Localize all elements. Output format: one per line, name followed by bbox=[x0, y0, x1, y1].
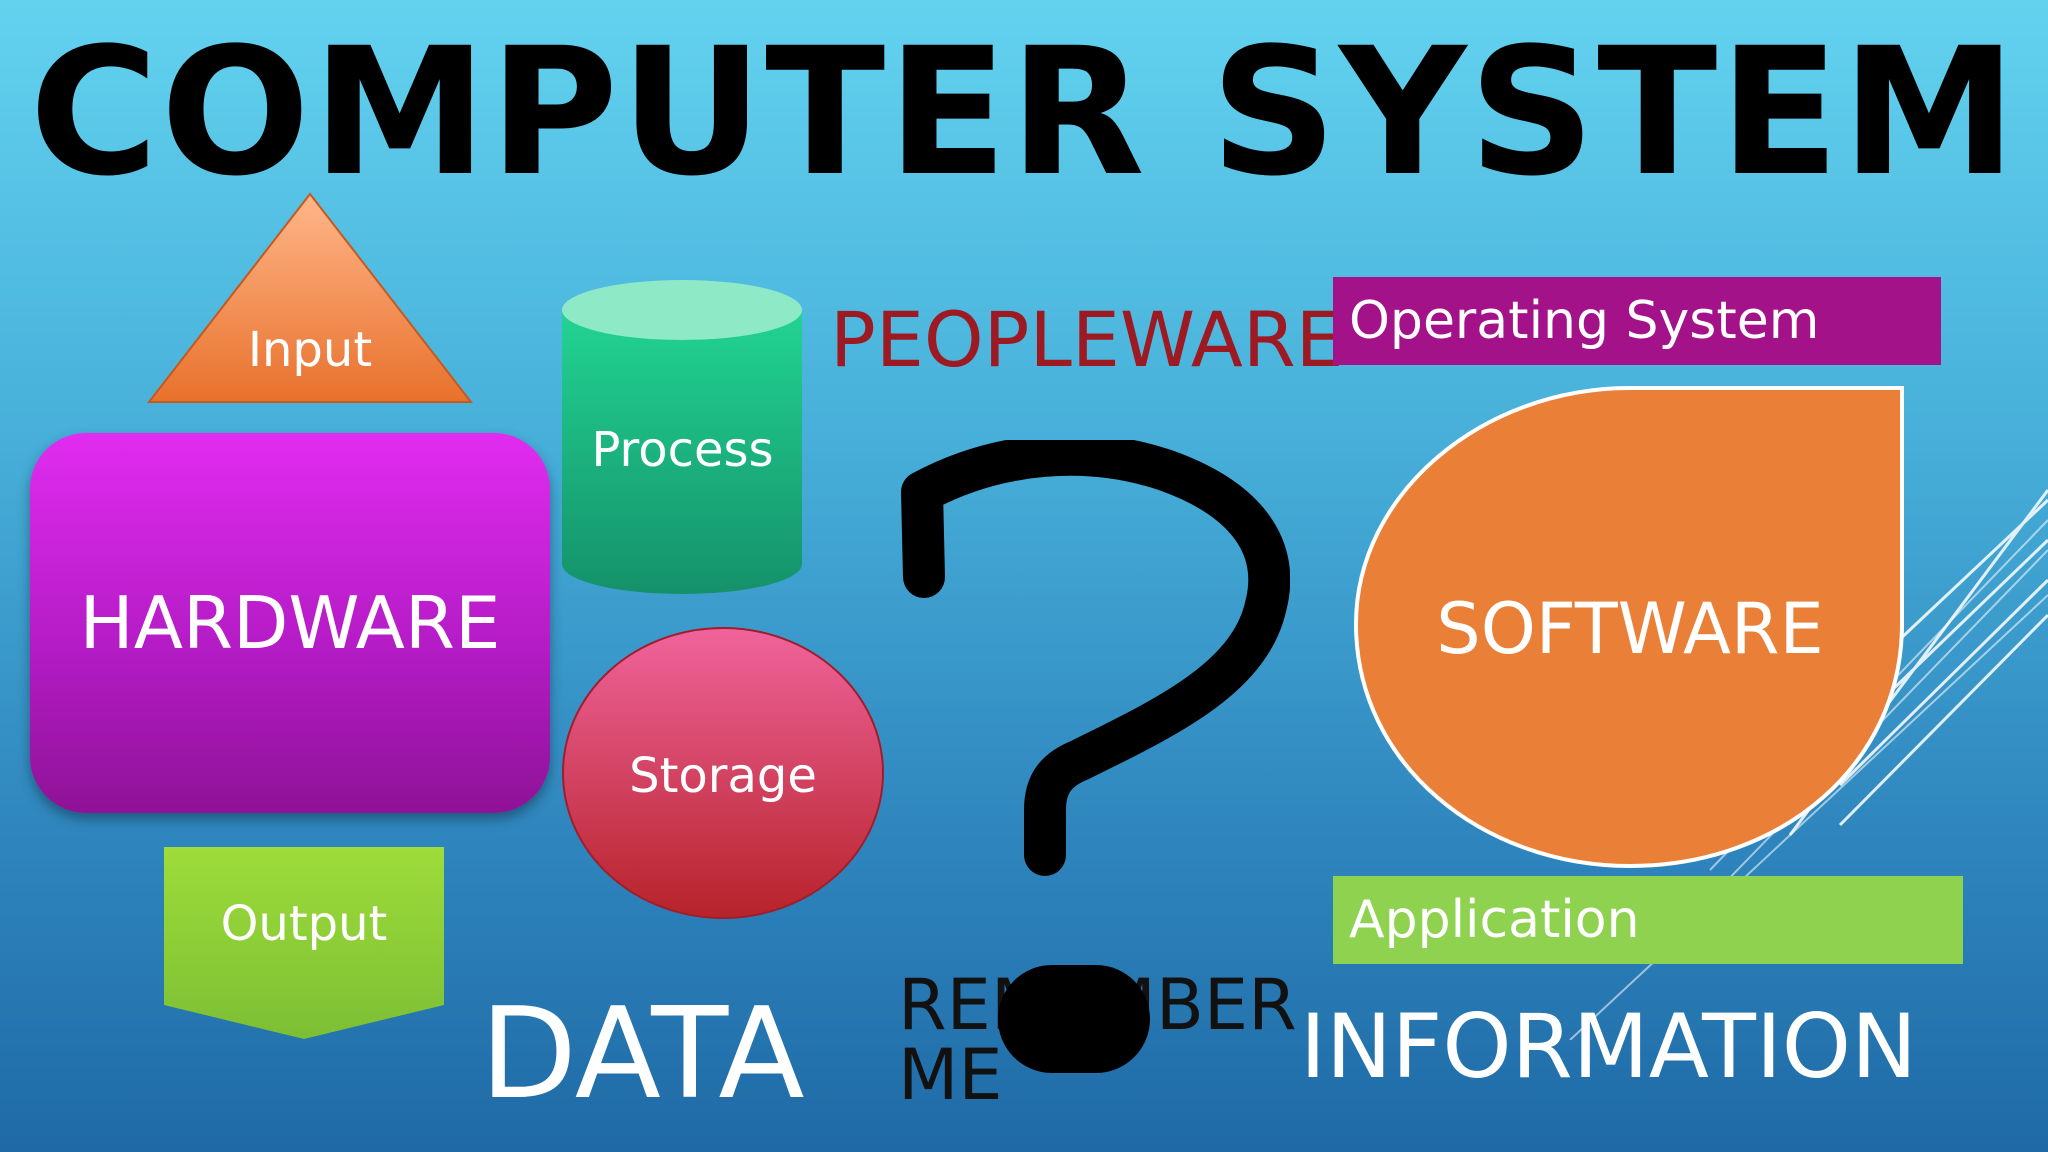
software-shape bbox=[1353, 386, 1904, 869]
peopleware-label: PEOPLEWARE bbox=[830, 295, 1344, 384]
slide-title: COMPUTER SYSTEM bbox=[29, 10, 2019, 215]
hardware-box: HARDWARE bbox=[30, 433, 550, 813]
process-label: Process bbox=[591, 422, 774, 478]
hardware-label: HARDWARE bbox=[79, 581, 501, 665]
application-box: Application bbox=[1333, 876, 1963, 964]
information-label: INFORMATION bbox=[1300, 995, 1917, 1098]
question-mark-icon bbox=[901, 440, 1290, 876]
operating-system-box: Operating System bbox=[1333, 277, 1941, 365]
storage-circle bbox=[562, 627, 884, 919]
redaction-blot bbox=[998, 965, 1150, 1073]
storage-label: Storage bbox=[629, 748, 817, 804]
output-label: Output bbox=[220, 896, 388, 952]
input-triangle bbox=[146, 192, 474, 403]
input-label: Input bbox=[247, 322, 373, 378]
output-arrow bbox=[164, 847, 444, 1039]
software-label: SOFTWARE bbox=[1436, 588, 1824, 670]
process-cylinder bbox=[562, 280, 802, 594]
data-label: DATA bbox=[480, 980, 805, 1127]
